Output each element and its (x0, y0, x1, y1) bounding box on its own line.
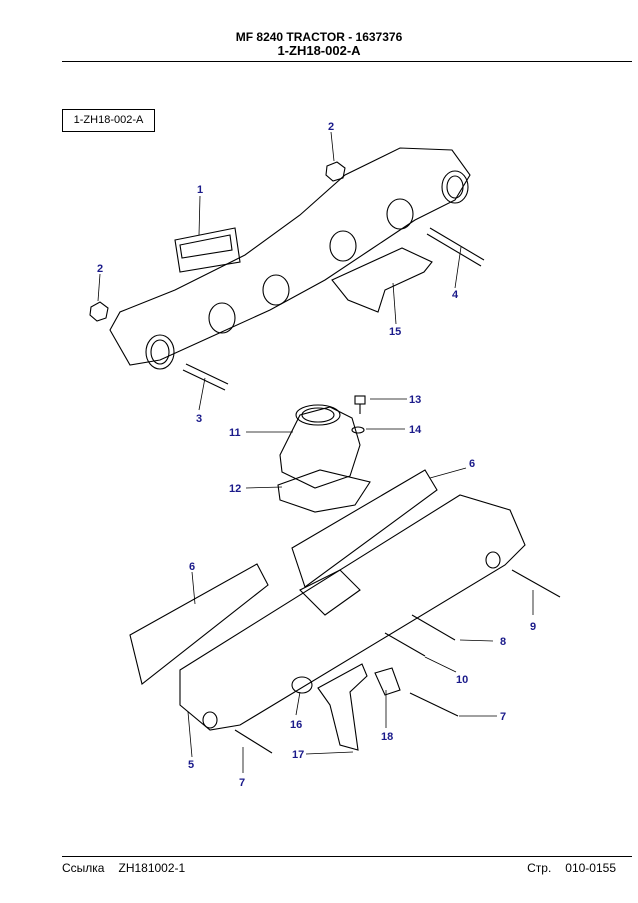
callout-4: 4 (452, 289, 459, 301)
footer-page-value: 010-0155 (565, 861, 616, 875)
bolt-part-7-right (409, 692, 459, 717)
bracket-part-17 (317, 663, 368, 751)
callout-12: 12 (229, 483, 241, 495)
bracket-part-15 (331, 247, 433, 313)
reference-box: 1-ZH18-002-A (62, 109, 155, 132)
gasket-part-6-left (129, 563, 269, 685)
diagram-code: 1-ZH18-002-A (277, 43, 361, 58)
gasket-part-6-right (291, 469, 438, 588)
stud-part-3 (182, 363, 229, 391)
bolt-part-10 (384, 632, 426, 657)
footer-ref-label: Ссылка (62, 861, 105, 875)
footer-reference: Ссылка ZH181002-1 (62, 861, 199, 875)
callout-2-left: 2 (97, 263, 103, 275)
bolt-part-9 (511, 569, 561, 598)
spacer-part-16 (291, 676, 313, 694)
footer-page-label: Стр. (527, 861, 552, 875)
callout-16: 16 (290, 719, 302, 731)
lower-exhaust-manifold (179, 494, 526, 731)
leader-lines (97, 131, 534, 773)
callout-17: 17 (292, 749, 304, 761)
callout-11: 11 (229, 427, 241, 439)
footer-ref-value: ZH181002-1 (118, 861, 186, 875)
callout-7-left: 7 (239, 777, 245, 789)
bracket-part-18 (374, 667, 401, 696)
diagram-title: MF 8240 TRACTOR - 1637376 (235, 30, 403, 44)
callout-8: 8 (500, 636, 506, 648)
elbow-part-11 (279, 404, 361, 489)
callout-6-right: 6 (469, 458, 475, 470)
callout-13: 13 (409, 394, 421, 406)
callout-15: 15 (389, 326, 401, 338)
callout-3: 3 (196, 413, 202, 425)
callout-18: 18 (381, 731, 393, 743)
bolt-part-7-left (234, 729, 273, 754)
footer-page: Стр. 010-0155 (527, 861, 616, 875)
callout-14: 14 (409, 424, 422, 436)
bolt-part-13 (354, 395, 366, 414)
callout-10: 10 (456, 674, 468, 686)
callout-labels: 1 2 2 3 4 15 11 13 14 12 6 6 9 8 10 7 16… (97, 121, 536, 789)
callout-1: 1 (197, 184, 203, 196)
stud-part-4 (426, 227, 485, 267)
callout-2-top: 2 (328, 121, 334, 133)
nut-part-2-top (325, 161, 346, 182)
washer-part-14 (351, 426, 365, 434)
footer-rule (62, 856, 632, 857)
callout-7-right: 7 (500, 711, 506, 723)
gasket-part-12 (277, 469, 371, 513)
bolt-part-8 (411, 614, 456, 641)
callout-5: 5 (188, 759, 194, 771)
nut-part-2-left (89, 301, 109, 322)
callout-6-left: 6 (189, 561, 195, 573)
upper-exhaust-manifold (109, 147, 471, 370)
header-rule (62, 61, 632, 62)
callout-9: 9 (530, 621, 536, 633)
